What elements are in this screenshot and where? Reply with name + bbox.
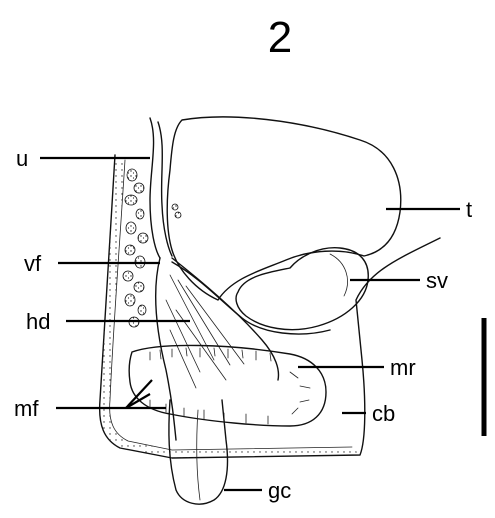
- body-wall-inner-edge: [110, 160, 352, 450]
- label-cb: cb: [372, 401, 395, 426]
- label-mr: mr: [390, 355, 416, 380]
- seminal-vesicle-fold: [330, 254, 348, 296]
- muscular-ring: [129, 345, 326, 426]
- figure-number: 2: [268, 13, 292, 62]
- uterus-inner-wall: [158, 122, 172, 256]
- testis: [167, 117, 401, 300]
- seminal-vesicle-duct: [172, 262, 330, 334]
- uterus: [150, 118, 160, 258]
- seminal-vesicle: [236, 248, 368, 330]
- label-gc: gc: [268, 478, 291, 503]
- hermaphroditic-duct-wall: [172, 258, 278, 380]
- muscular-ring-striations: [150, 348, 310, 424]
- label-sv: sv: [426, 268, 448, 293]
- label-u: u: [16, 146, 28, 171]
- label-vf: vf: [24, 251, 42, 276]
- vitelline-follicles: [123, 169, 181, 327]
- label-hd: hd: [26, 309, 50, 334]
- label-t: t: [466, 197, 472, 222]
- label-mf: mf: [14, 396, 39, 421]
